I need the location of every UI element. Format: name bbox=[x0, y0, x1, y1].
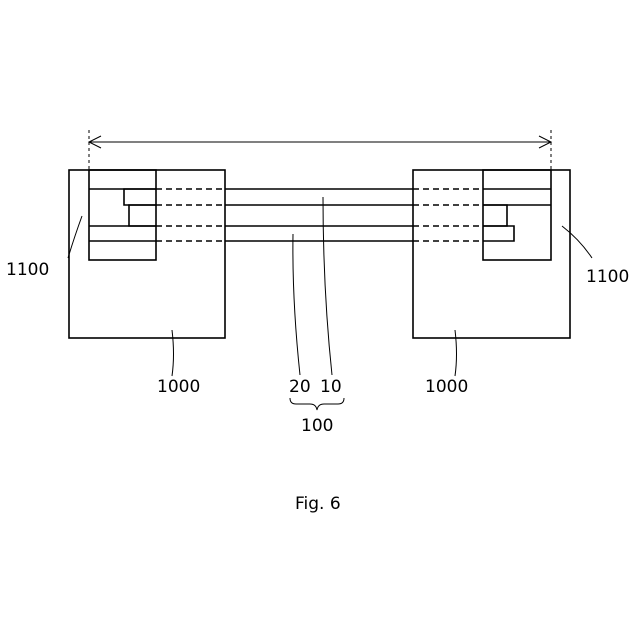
label-block-left: 1000 bbox=[157, 377, 200, 397]
leader-layer-20 bbox=[293, 234, 300, 375]
figure-caption: Fig. 6 bbox=[295, 494, 341, 514]
leader-layer-10 bbox=[323, 197, 332, 375]
leader-clamp-left bbox=[68, 216, 82, 258]
block-right bbox=[413, 170, 570, 338]
label-clamp-left: 1100 bbox=[6, 260, 49, 280]
assembly-brace bbox=[290, 398, 344, 410]
label-layer-10: 10 bbox=[320, 377, 342, 397]
double-headed-arrow-icon bbox=[89, 130, 551, 170]
label-assembly: 100 bbox=[301, 416, 333, 436]
leader-block-right bbox=[455, 330, 457, 376]
clamp-right bbox=[483, 170, 551, 260]
label-block-right: 1000 bbox=[425, 377, 468, 397]
leader-block-left bbox=[172, 330, 174, 376]
leader-lines bbox=[68, 197, 592, 376]
leader-clamp-right bbox=[562, 226, 592, 258]
label-layer-20: 20 bbox=[289, 377, 311, 397]
label-clamp-right: 1100 bbox=[586, 267, 629, 287]
clamp-left bbox=[89, 170, 156, 260]
laminate-100 bbox=[156, 189, 483, 241]
block-left bbox=[69, 170, 225, 338]
